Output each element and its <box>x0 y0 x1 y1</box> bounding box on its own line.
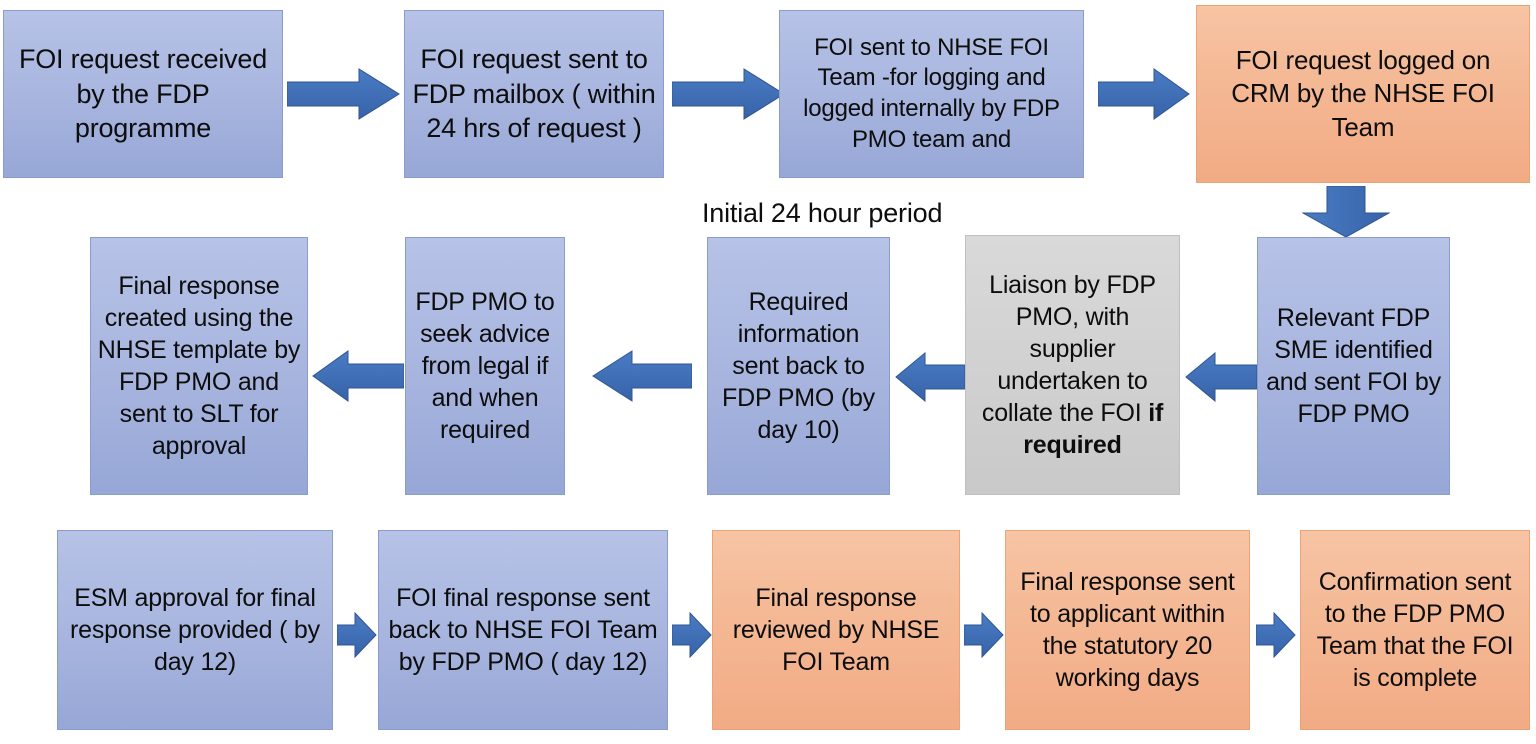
process-box-foi-sent-to-mailbox[interactable]: FOI request sent to FDP mailbox ( within… <box>404 10 664 178</box>
process-box-foi-sent-to-nhse-team[interactable]: FOI sent to NHSE FOI Team -for logging a… <box>779 10 1084 178</box>
arrow-left-2 <box>592 350 692 402</box>
arrow-right-2 <box>672 68 785 120</box>
liaison-text: Liaison by FDP PMO, with supplier undert… <box>981 271 1164 459</box>
process-box-foi-logged-on-crm[interactable]: FOI request logged on CRM by the NHSE FO… <box>1196 5 1530 183</box>
liaison-text-bold: if required <box>1023 399 1164 459</box>
arrow-down-1 <box>1302 186 1390 238</box>
arrow-left-1 <box>312 350 404 402</box>
process-box-confirmation-sent[interactable]: Confirmation sent to the FDP PMO Team th… <box>1300 530 1530 730</box>
process-box-foi-request-received[interactable]: FOI request received by the FDP programm… <box>3 10 283 178</box>
arrow-right-4 <box>337 612 377 658</box>
process-box-required-information-sent-back[interactable]: Required information sent back to FDP PM… <box>707 237 890 495</box>
process-box-final-response-reviewed[interactable]: Final response reviewed by NHSE FOI Team <box>712 530 960 730</box>
arrow-left-3 <box>895 352 965 402</box>
arrow-right-5 <box>672 612 712 658</box>
process-box-fdp-pmo-seek-advice[interactable]: FDP PMO to seek advice from legal if and… <box>405 237 565 495</box>
process-box-liaison-by-fdp-pmo[interactable]: Liaison by FDP PMO, with supplier undert… <box>965 235 1180 495</box>
arrow-right-3 <box>1098 68 1190 120</box>
arrow-right-6 <box>964 612 1004 658</box>
process-box-relevant-fdp-sme[interactable]: Relevant FDP SME identified and sent FOI… <box>1257 237 1450 495</box>
caption-initial-24-hour-period: Initial 24 hour period <box>702 198 943 228</box>
arrow-right-1 <box>287 68 400 120</box>
arrow-right-7 <box>1256 612 1296 658</box>
process-box-esm-approval[interactable]: ESM approval for final response provided… <box>57 530 333 730</box>
process-box-foi-final-response-sent-back[interactable]: FOI final response sent back to NHSE FOI… <box>378 530 668 730</box>
process-box-final-response-sent-to-applicant[interactable]: Final response sent to applicant within … <box>1005 530 1250 730</box>
process-box-final-response-created[interactable]: Final response created using the NHSE te… <box>90 237 308 495</box>
arrow-left-4 <box>1185 352 1257 402</box>
